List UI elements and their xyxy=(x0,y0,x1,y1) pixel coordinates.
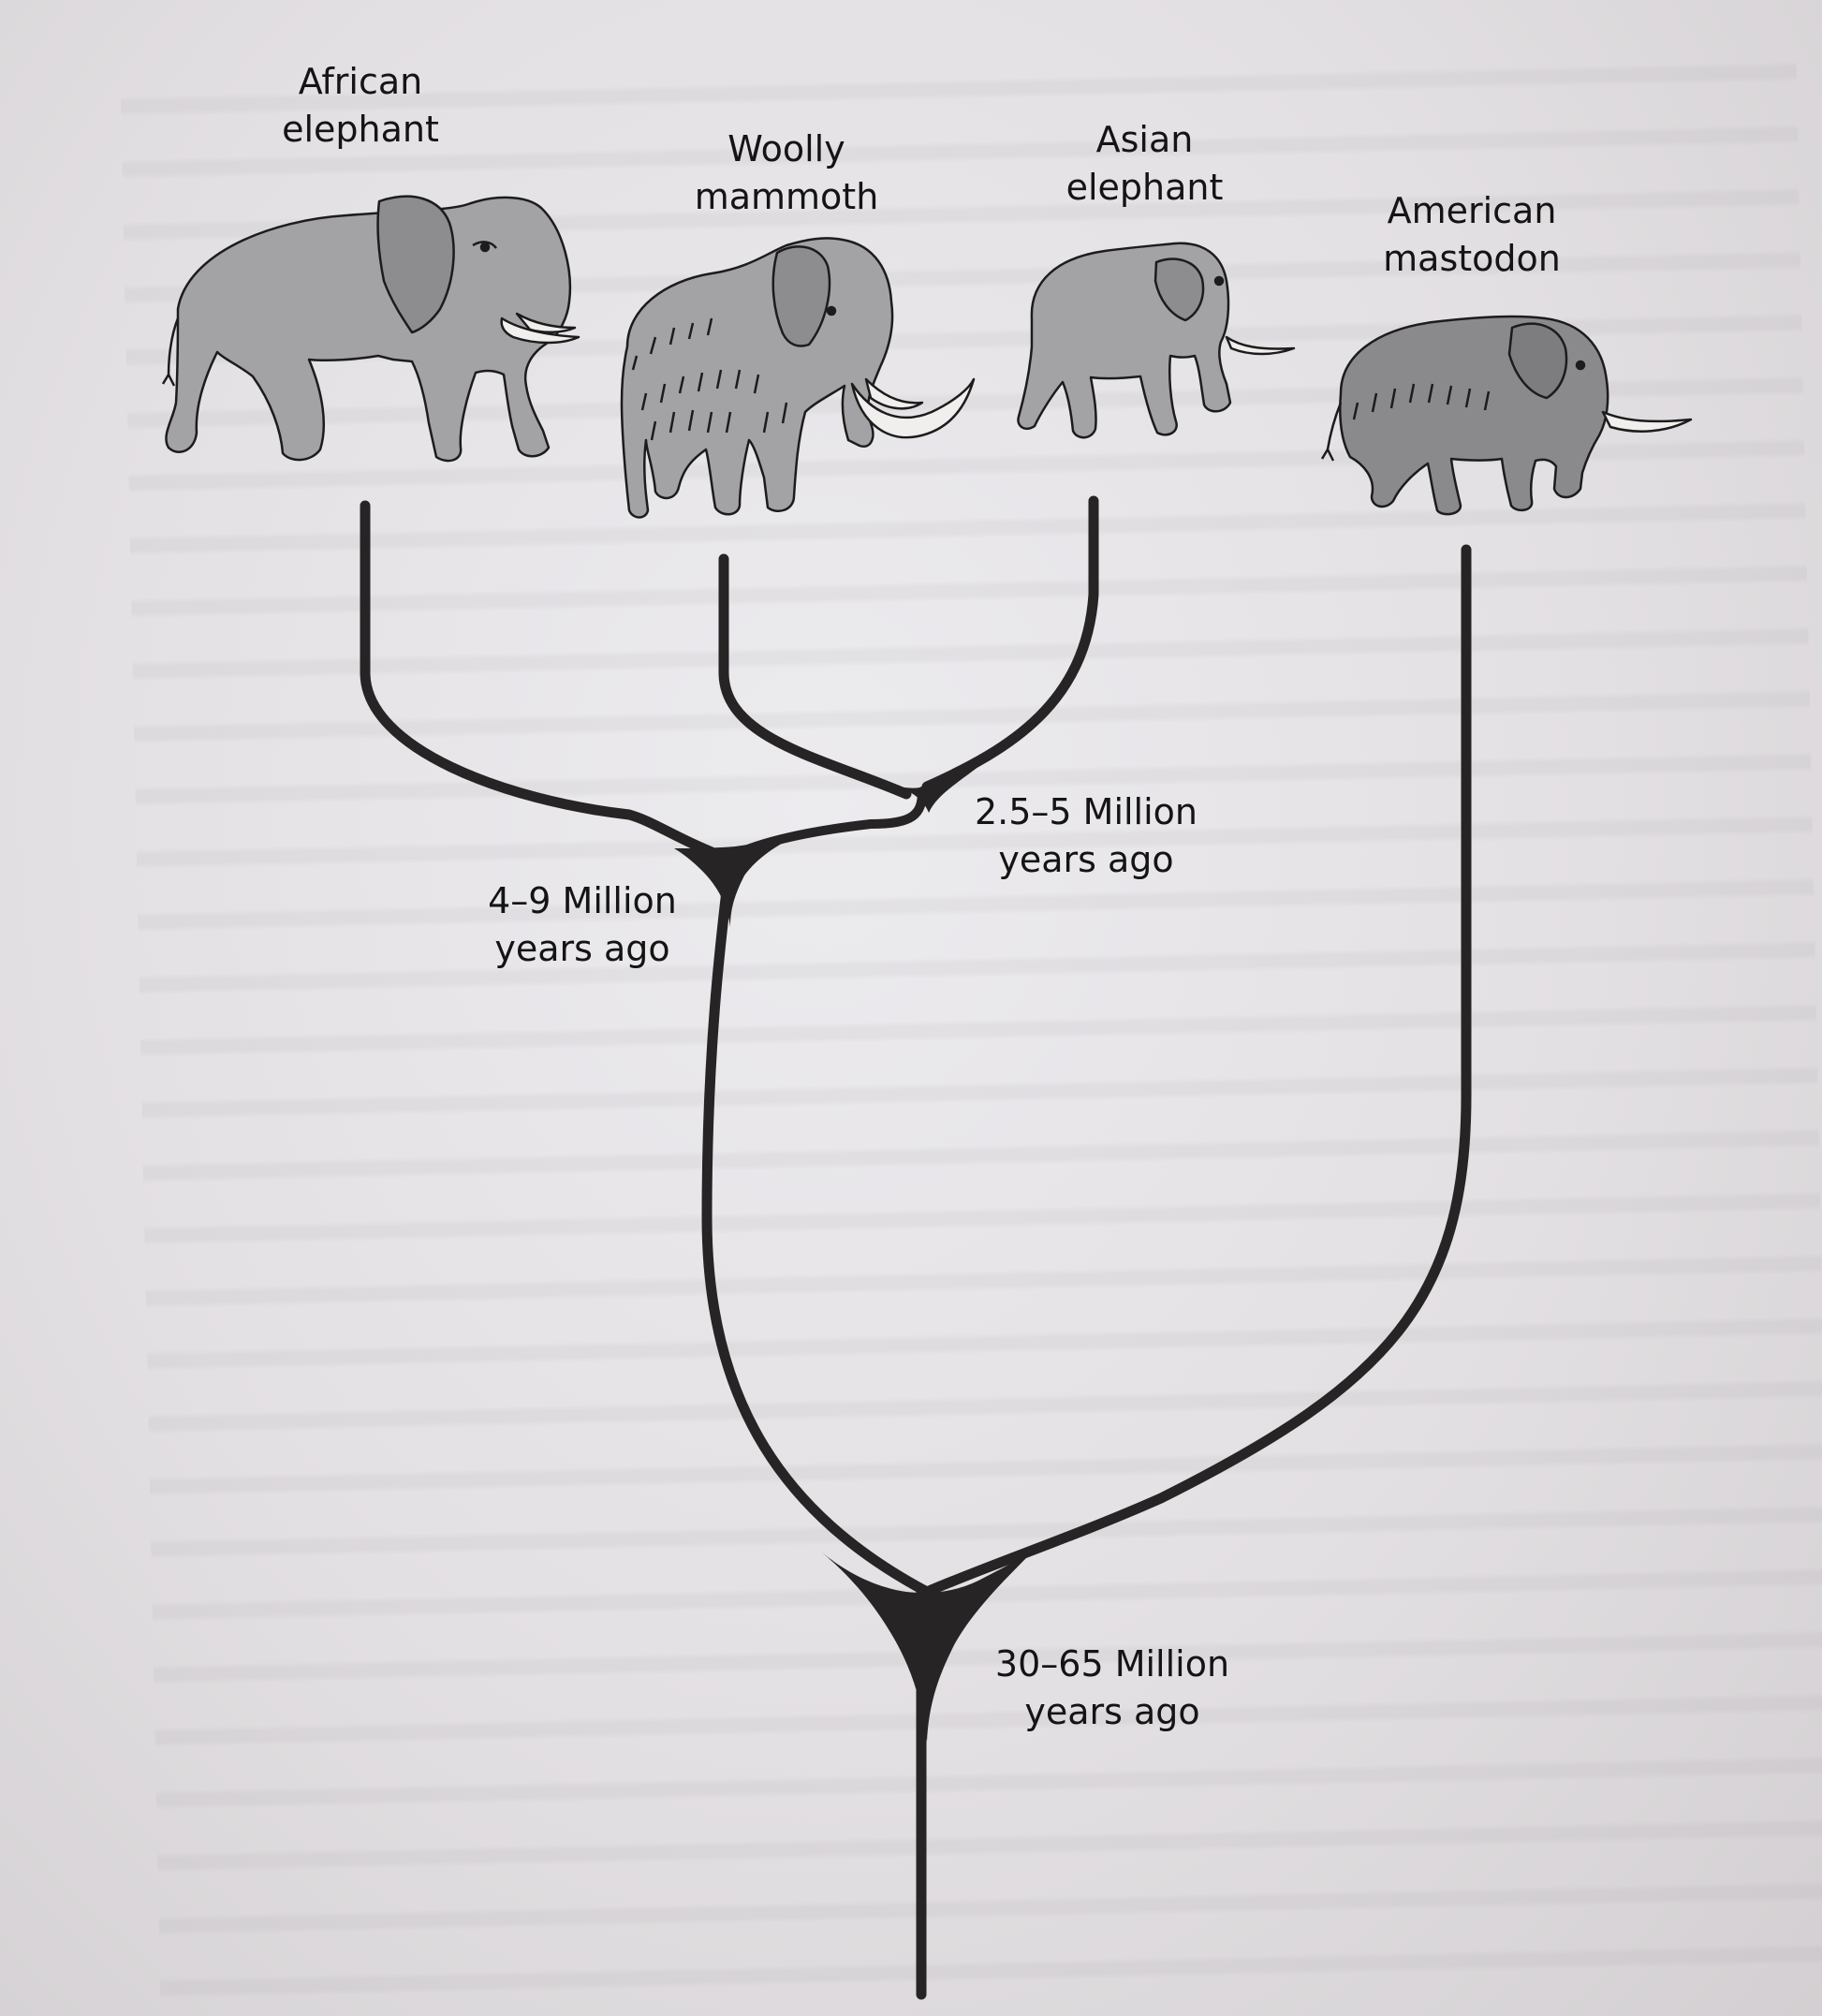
divergence-label-mammoth-asian: 2.5–5 Million years ago xyxy=(974,791,1198,880)
divergence-label-elephantid: 4–9 Million years ago xyxy=(488,880,677,969)
taxon-label-african-elephant: African elephant xyxy=(282,61,439,150)
node-wedges xyxy=(674,766,1035,1742)
node-proboscidean xyxy=(822,1550,1035,1742)
branch-american-mastodon xyxy=(921,544,1472,1597)
asian-elephant-illustration xyxy=(1017,242,1296,439)
branch-elephantid-stem xyxy=(701,854,933,1597)
node-elephantid xyxy=(674,831,805,927)
taxon-label-american-mastodon: American mastodon xyxy=(1383,190,1561,279)
branch-african-elephant xyxy=(360,500,736,865)
divergence-label-proboscidean: 30–65 Million years ago xyxy=(994,1643,1230,1732)
branch-woolly-mammoth xyxy=(718,553,912,800)
node-mammoth-asian xyxy=(878,766,979,813)
taxon-label-asian-elephant: Asian elephant xyxy=(1065,119,1224,208)
african-elephant-illustration xyxy=(161,195,580,463)
branch-asian-elephant xyxy=(921,495,1099,792)
tree-branches xyxy=(360,495,1472,2000)
american-mastodon-illustration xyxy=(1320,315,1693,516)
woolly-mammoth-illustration xyxy=(620,237,976,519)
taxon-label-woolly-mammoth: Woolly mammoth xyxy=(694,128,879,217)
